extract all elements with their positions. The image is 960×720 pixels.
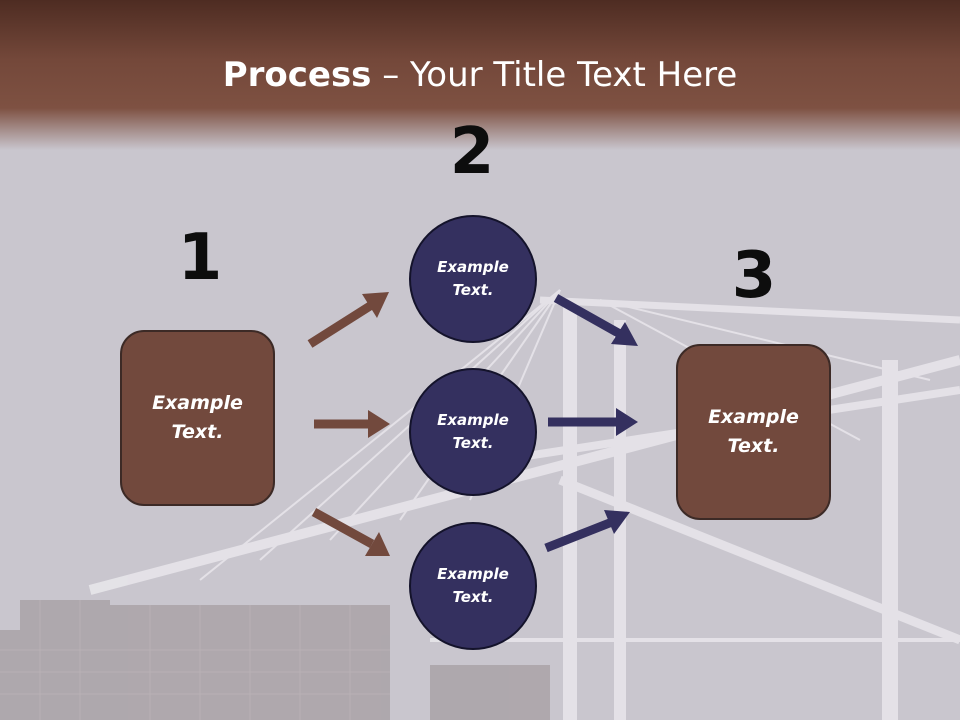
arrow-2-to-3-bottom: [544, 510, 630, 553]
step-2-circle-top: Example Text.: [409, 215, 537, 343]
circle-bottom-label-line2: Text.: [452, 588, 494, 606]
circle-bottom-label-line1: Example: [437, 565, 509, 583]
step-1-label-line2: Text.: [171, 421, 224, 443]
circle-top-label-line1: Example: [437, 258, 509, 276]
arrow-2-to-3-top: [553, 294, 638, 346]
circle-top-label-line2: Text.: [452, 281, 494, 299]
page-title: Process – Your Title Text Here: [0, 52, 960, 98]
step-number-1: 1: [177, 221, 223, 295]
step-2-circle-middle: Example Text.: [409, 368, 537, 496]
step-2-circle-bottom: Example Text.: [409, 522, 537, 650]
arrow-1-to-2-middle: [314, 410, 390, 438]
step-number-2: 2: [449, 115, 495, 189]
title-bold: Process: [222, 55, 372, 95]
arrow-2-to-3-middle: [548, 408, 638, 436]
arrow-1-to-2-top: [307, 292, 389, 348]
step-3-label-line1: Example: [708, 406, 799, 428]
step-1-box: Example Text.: [120, 330, 275, 506]
step-3-label-line2: Text.: [727, 435, 780, 457]
circle-middle-label-line2: Text.: [452, 434, 494, 452]
step-number-3: 3: [731, 239, 777, 313]
step-1-label-line1: Example: [152, 392, 243, 414]
step-3-box: Example Text.: [676, 344, 831, 520]
circle-middle-label-line1: Example: [437, 411, 509, 429]
title-rest: – Your Title Text Here: [371, 55, 738, 95]
arrow-1-to-2-bottom: [311, 508, 390, 556]
title-banner: [0, 0, 960, 150]
